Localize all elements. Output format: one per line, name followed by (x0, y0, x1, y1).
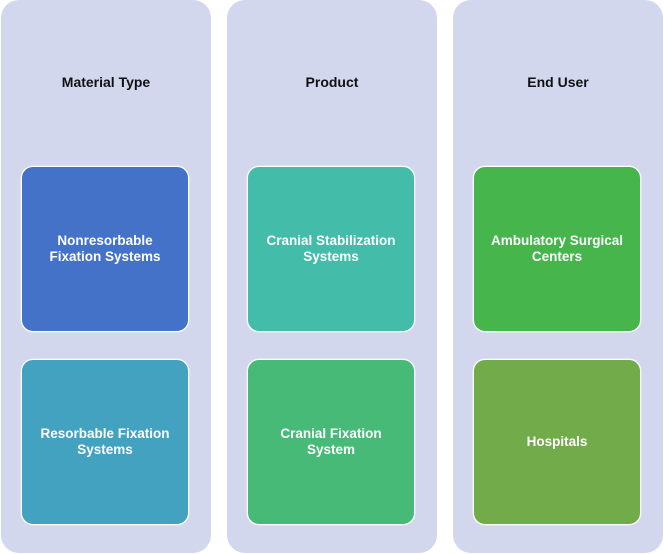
card-cranial-stabilization-systems: Cranial Stabilization Systems (247, 166, 415, 332)
card-ambulatory-surgical-centers: Ambulatory Surgical Centers (473, 166, 641, 332)
card-nonresorbable-fixation-systems: Nonresorbable Fixation Systems (21, 166, 189, 332)
column-title: Product (305, 74, 359, 90)
card-label: Hospitals (526, 434, 588, 449)
column-end-user: End User Ambulatory Surgical Centers Hos… (453, 0, 663, 553)
card-cranial-fixation-system: Cranial Fixation System (247, 359, 415, 525)
column-product: Product Cranial Stabilization Systems Cr… (227, 0, 437, 553)
card-resorbable-fixation-systems: Resorbable Fixation Systems (21, 359, 189, 525)
card-hospitals: Hospitals (473, 359, 641, 525)
column-title: Material Type (61, 74, 151, 90)
column-title: End User (527, 74, 589, 90)
card-label: Nonresorbable Fixation Systems (49, 233, 161, 264)
card-label: Resorbable Fixation Systems (40, 426, 170, 457)
card-label: Ambulatory Surgical Centers (490, 233, 624, 264)
card-label: Cranial Fixation System (280, 426, 382, 457)
column-material-type: Material Type Nonresorbable Fixation Sys… (1, 0, 211, 553)
card-label: Cranial Stabilization Systems (266, 233, 396, 264)
